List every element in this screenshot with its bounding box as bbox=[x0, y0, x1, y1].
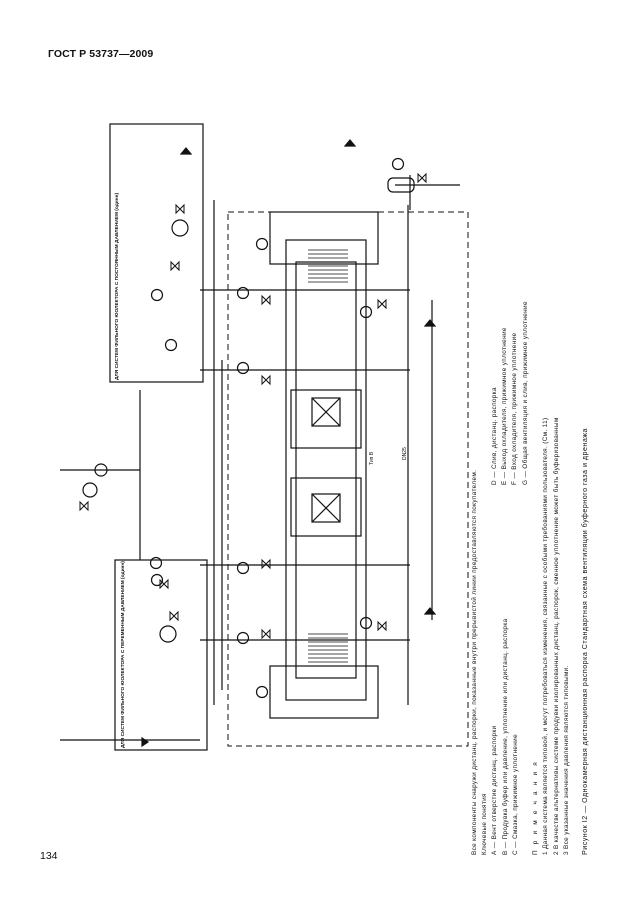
notes-title: П р и м е ч а н и я bbox=[532, 760, 540, 855]
svg-text:DN25: DN25 bbox=[402, 447, 408, 460]
note-1: 1 Данная система является типовой, и мог… bbox=[542, 417, 550, 855]
legend-item-e: Е — Выход охладителя, прижимное уплотнен… bbox=[501, 327, 509, 485]
top-system-box bbox=[109, 123, 204, 383]
bottom-system-box bbox=[114, 559, 208, 751]
page-number: 134 bbox=[40, 850, 58, 862]
legend-item-f: F — Вход охладителя, прижимное уплотнени… bbox=[511, 332, 519, 485]
legend-item-d: D — Слив, дистанц. распорка bbox=[491, 387, 498, 485]
legend-item-g: G — Общая вентиляция и слив, прижимное у… bbox=[521, 301, 529, 485]
document-header: ГОСТ Р 53737—2009 bbox=[48, 48, 154, 60]
top-box-title: ДЛЯ СИСТЕМ ФИЛЬНОГО ЮОЛЕКТОРА С ПОСТОЯНН… bbox=[114, 192, 120, 380]
legend-key-title: Ключевые понятия bbox=[481, 793, 489, 855]
note-2: 2 В качестве альтернативы системе продув… bbox=[552, 417, 560, 855]
bottom-box-title: ДЛЯ СИСТЕМ ФИЛЬНОГО ЮОЛЕКТОРА С ПЕРЕМЕНН… bbox=[120, 561, 126, 748]
figure-caption: Рисунок I2 — Однокамерная дистанционная … bbox=[581, 428, 589, 855]
svg-text:Тип В: Тип В bbox=[369, 451, 375, 465]
legend-intro: Все компоненты снаружи дистанц. распорки… bbox=[471, 469, 478, 855]
note-3: 3 Все указанные значения давления являют… bbox=[562, 665, 570, 855]
legend-notes-block: Все компоненты снаружи дистанц. распорки… bbox=[470, 135, 580, 855]
